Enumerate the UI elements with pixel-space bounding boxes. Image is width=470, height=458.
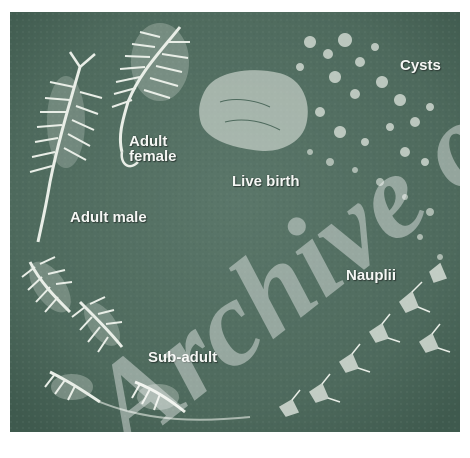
label-sub-adult: Sub-adult: [148, 350, 217, 365]
label-live-birth: Live birth: [232, 174, 300, 189]
live-birth-organism: [200, 71, 307, 150]
label-nauplii: Nauplii: [346, 268, 396, 283]
figure-frame: Cysts Adult female Live birth Adult male…: [4, 6, 466, 452]
lifecycle-photo: Cysts Adult female Live birth Adult male…: [10, 12, 460, 432]
label-adult-male: Adult male: [70, 210, 147, 225]
label-cysts: Cysts: [400, 58, 441, 73]
label-adult-female: Adult female: [129, 134, 199, 164]
